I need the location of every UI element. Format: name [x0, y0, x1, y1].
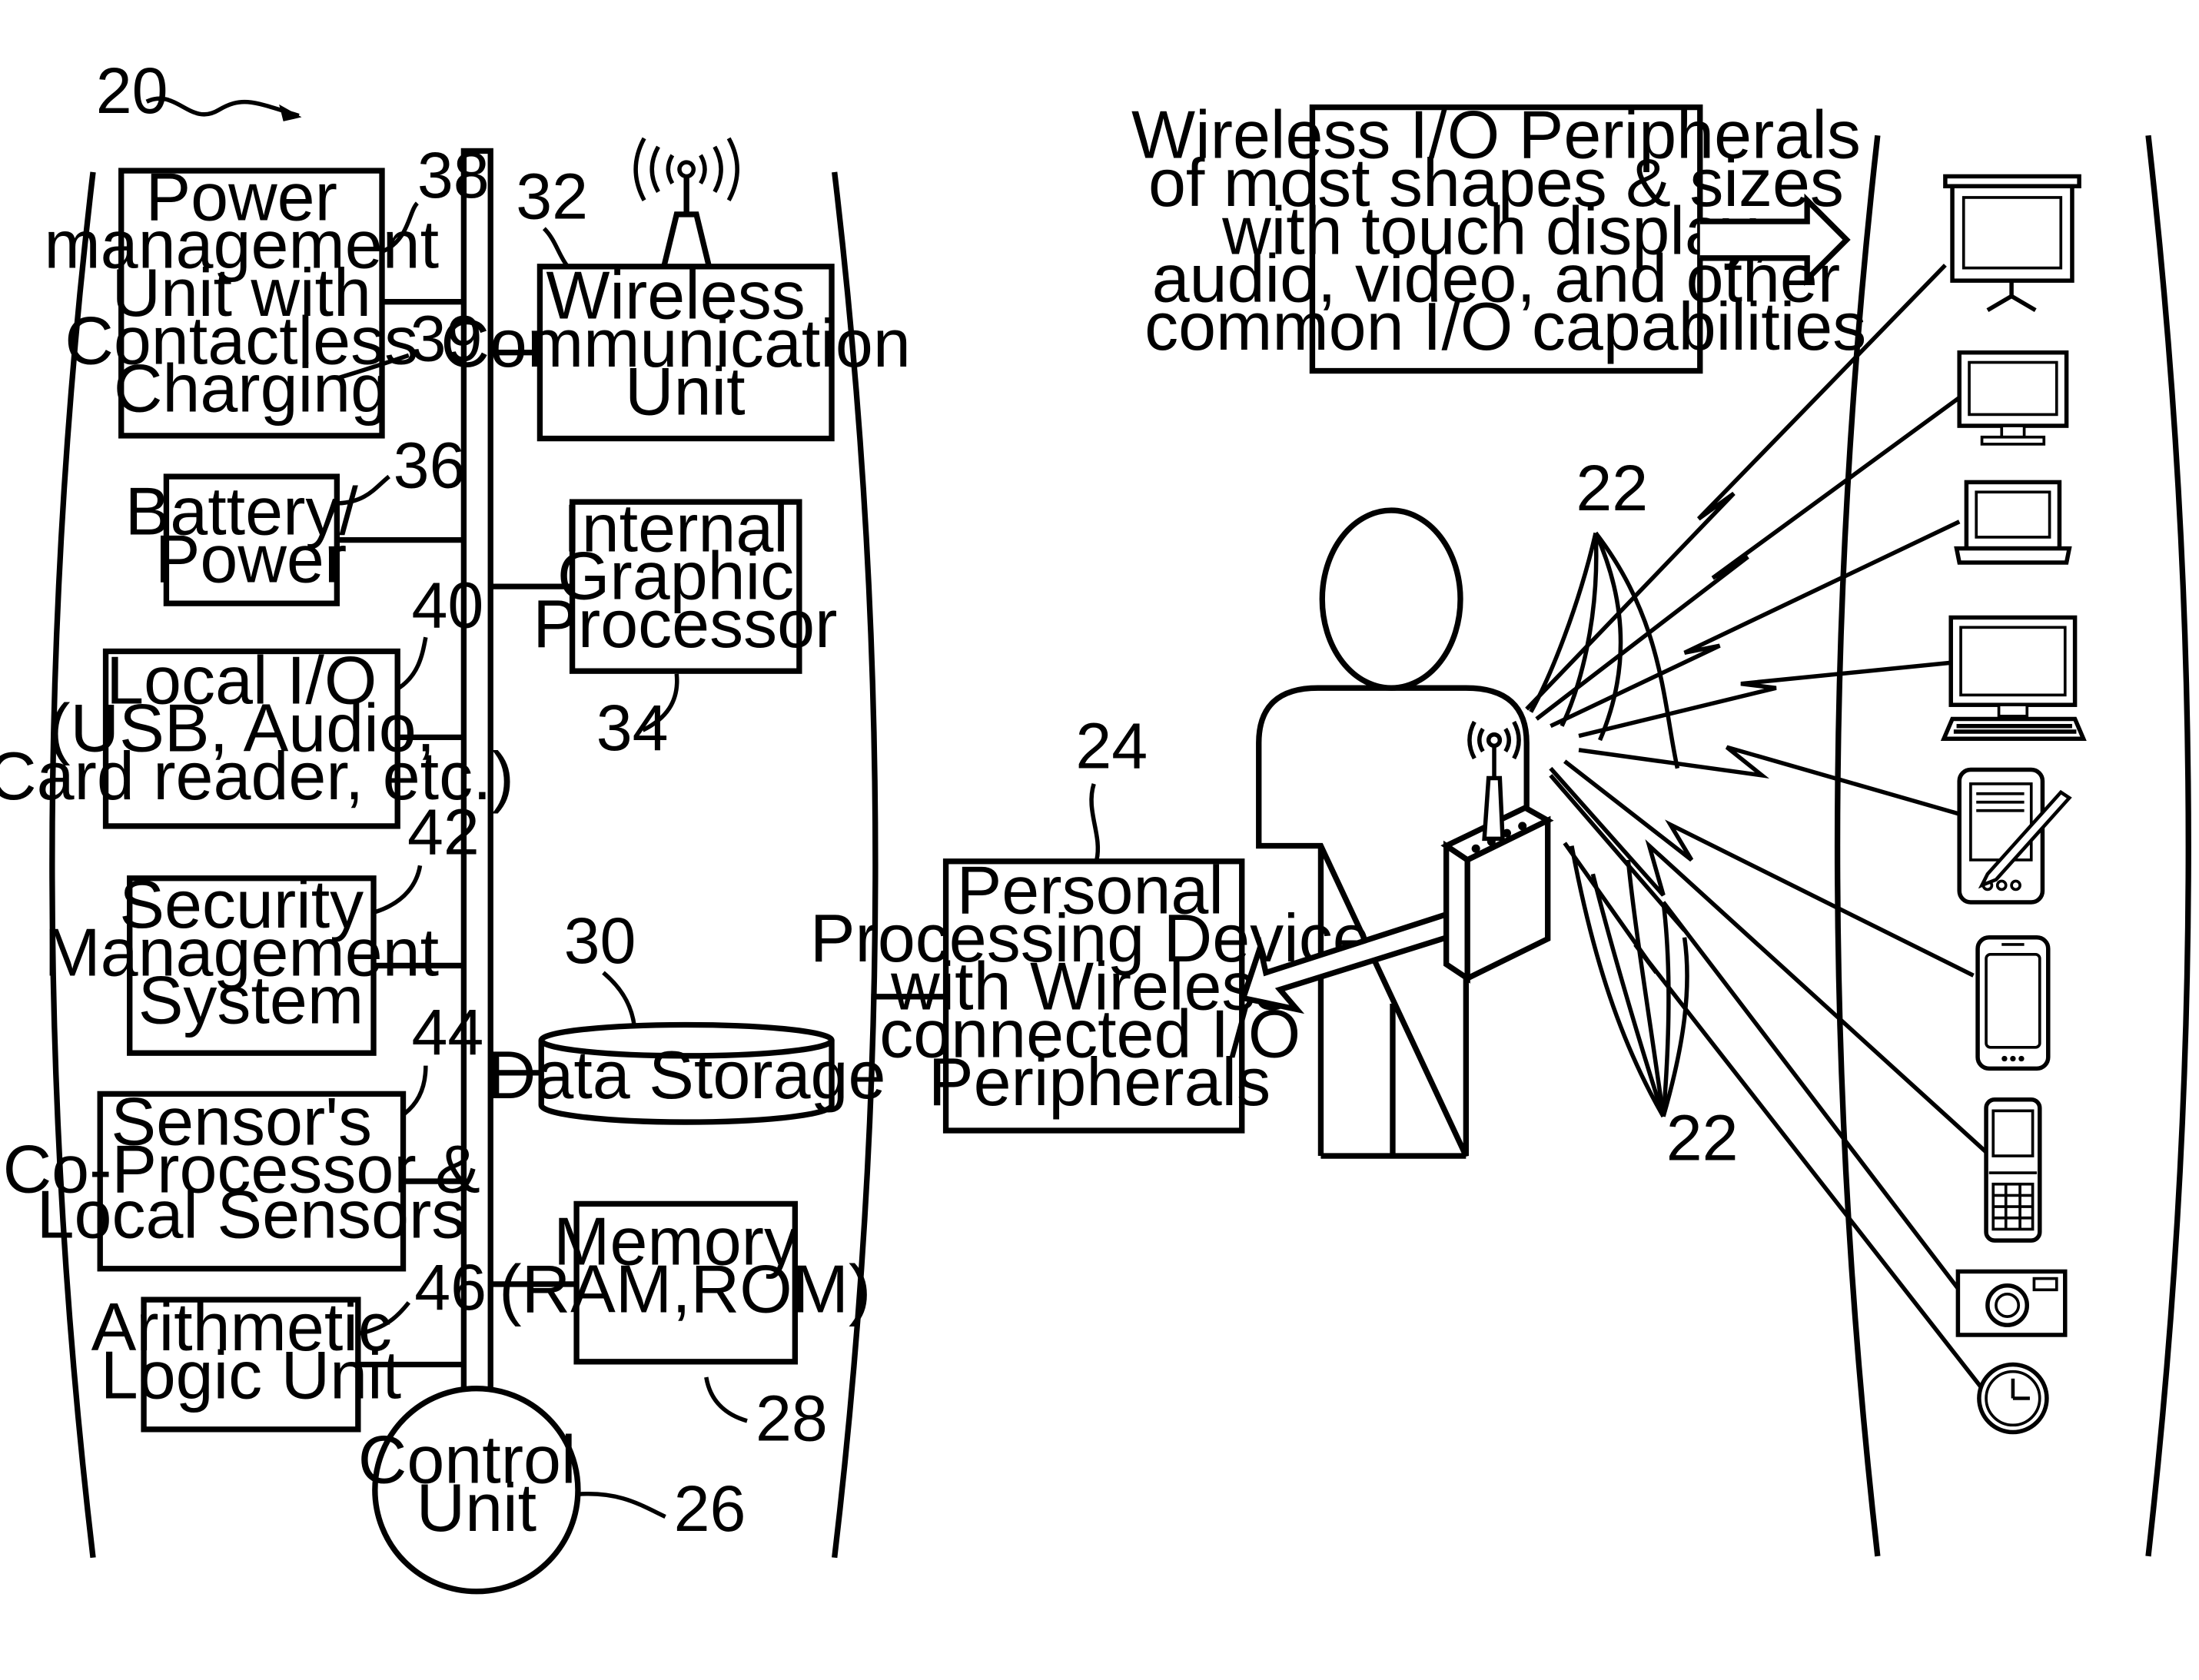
- svg-text:Local I/O (USB, Audio,: Local I/O (USB, Audio, Card reader, etc.…: [0, 642, 514, 814]
- sensors-block: Sensor's Co-Processor & Local Sensors: [3, 1083, 500, 1268]
- battery-line-2: Power: [155, 521, 347, 597]
- right-enclosure-right-bracket: [2148, 135, 2188, 1556]
- svg-text:Sensor's Co-Processor &: Sensor's Co-Processor & Local Sensors: [3, 1083, 500, 1252]
- ref-22-top: 22: [1576, 452, 1648, 524]
- svg-text:Arithmetic Logic Unit: Arithmetic Logic Unit: [91, 1289, 411, 1413]
- data-storage-block: Data Storage: [487, 1025, 886, 1123]
- wireless-links: [1526, 265, 1990, 1396]
- ref-40: 40: [412, 569, 484, 641]
- alu-line-2: Logic Unit: [101, 1337, 401, 1413]
- antenna-icon: [636, 138, 737, 267]
- ref-30-leader: [603, 973, 634, 1027]
- wireless-line-3: Unit: [625, 353, 746, 429]
- keypad-phone-icon: [1986, 1100, 2040, 1240]
- smartphone-icon: [1978, 938, 2048, 1069]
- watch-icon: [1979, 1364, 2047, 1432]
- svg-text:Security Management: Security Management System: [44, 866, 457, 1038]
- svg-text:Memory (RAM,ROM): Memory (RAM,ROM): [499, 1203, 871, 1326]
- ref-20-leader: [147, 98, 299, 115]
- ref-40-leader: [399, 637, 426, 688]
- ref-34: 34: [596, 692, 669, 764]
- ref-36: 36: [394, 430, 466, 502]
- ref-20: 20: [96, 55, 168, 127]
- memory-block: Memory (RAM,ROM): [499, 1203, 871, 1362]
- control-line-2: Unit: [417, 1469, 537, 1546]
- ref-22-bottom: 22: [1666, 1102, 1739, 1174]
- graphic-line-3: Processor: [533, 586, 837, 662]
- security-line-3: System: [138, 962, 364, 1038]
- alu-block: Arithmetic Logic Unit: [91, 1289, 411, 1429]
- camera-icon: [1958, 1271, 2064, 1335]
- pda-stylus-icon: [1959, 770, 2069, 902]
- wearable-device-icon: [1447, 722, 1548, 978]
- desktop-computer-icon: [1944, 617, 2084, 739]
- personal-line-5: Peripherals: [928, 1044, 1271, 1120]
- memory-line-2: (RAM,ROM): [499, 1251, 871, 1327]
- sensors-line-3: Local Sensors: [37, 1176, 466, 1252]
- graphic-processor-block: Internal Graphic Processor: [533, 490, 837, 671]
- monitor-icon: [1959, 353, 2066, 444]
- ref-28-leader: [706, 1377, 747, 1421]
- ref-26: 26: [674, 1472, 746, 1545]
- control-unit-block: Control Unit: [358, 1389, 595, 1592]
- battery-block: Battery/ Power: [125, 473, 377, 603]
- svg-text:Power management U: Power management Unit with Contactless C…: [44, 158, 457, 426]
- ref-42: 42: [407, 796, 480, 868]
- svg-text:Internal Graphic P: Internal Graphic Processor: [533, 490, 837, 662]
- svg-text:Battery/ Power: Battery/ Power: [125, 473, 377, 596]
- ref-38: 38: [417, 139, 490, 211]
- ref-20-arrowhead: [279, 105, 301, 121]
- ref-44: 44: [412, 996, 484, 1068]
- ref-44-leader: [404, 1066, 426, 1114]
- svg-text:Personal Processing Devi: Personal Processing Device with Wireless…: [810, 852, 1389, 1120]
- ref-28: 28: [756, 1383, 828, 1455]
- ref-30: 30: [564, 905, 636, 977]
- power-management-block: Power management Unit with Contactless C…: [44, 158, 457, 436]
- ref-46: 46: [414, 1251, 487, 1323]
- note-line-5: common I/O capabilities: [1144, 288, 1866, 364]
- power-line-5: Charging: [114, 350, 388, 427]
- ref-24-leader: [1091, 784, 1098, 860]
- data-storage-label: Data Storage: [487, 1037, 886, 1113]
- left-enclosure-left-bracket: [52, 172, 93, 1558]
- personal-device-block: Personal Processing Device with Wireless…: [810, 852, 1389, 1131]
- ref-24: 24: [1075, 710, 1148, 782]
- laptop-icon: [1957, 482, 2070, 563]
- projector-screen-icon: [1945, 176, 2079, 310]
- security-block: Security Management System: [44, 866, 457, 1053]
- ref-32: 32: [516, 160, 588, 232]
